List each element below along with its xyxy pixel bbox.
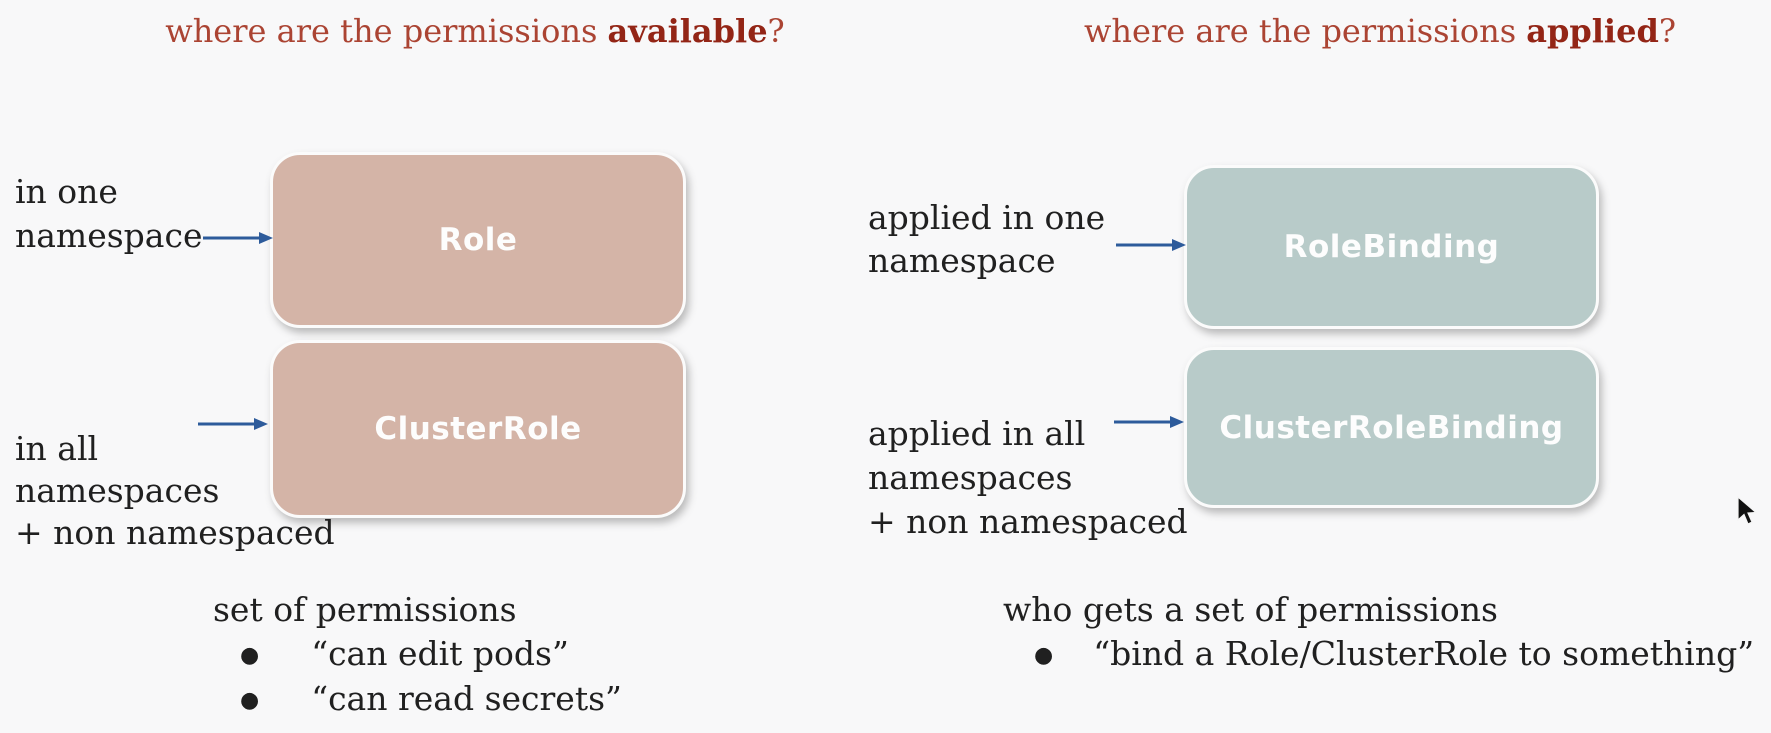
clusterrole-box: ClusterRole [270, 340, 686, 518]
arrow-right-icon [203, 232, 273, 244]
heading-right-prefix: where are the permissions [1084, 12, 1527, 50]
list-item: ● “bind a Role/ClusterRole to something” [1034, 634, 1754, 673]
annotation-line: namespace [868, 241, 1056, 280]
arrow-right-icon [198, 418, 268, 430]
list-item: ● “can read secrets” [240, 679, 622, 718]
annotation-line: namespaces [15, 471, 220, 510]
annotation-line: + non namespaced [15, 513, 335, 552]
annotation-line: + non namespaced [868, 502, 1188, 541]
clusterrole-box-label: ClusterRole [374, 411, 582, 447]
bullet-text: “can read secrets” [311, 679, 622, 718]
heading-right-bold: applied [1526, 12, 1659, 50]
heading-left-bold: available [607, 12, 768, 50]
bullet-text: “can edit pods” [311, 634, 569, 673]
left-footer-title: set of permissions [213, 590, 517, 629]
bullet-icon: ● [1034, 643, 1054, 668]
annotation-line: in one [15, 172, 118, 211]
annotation-applied-in-one-namespace: applied in one namespace [868, 196, 1105, 282]
annotation-line: applied in one [868, 198, 1106, 237]
bullet-icon: ● [240, 643, 260, 668]
mouse-cursor-icon [1737, 496, 1758, 525]
bullet-icon: ● [240, 688, 260, 713]
arrow-right-icon [1114, 416, 1184, 428]
annotation-in-all-namespaces: in all namespaces + non namespaced [15, 428, 335, 554]
right-footer-title: who gets a set of permissions [1003, 590, 1498, 629]
rolebinding-box: RoleBinding [1184, 165, 1599, 329]
list-item: ● “can edit pods” [240, 634, 569, 673]
clusterrolebinding-box-label: ClusterRoleBinding [1219, 409, 1564, 446]
annotation-line: in all [15, 429, 99, 468]
heading-permissions-available: where are the permissions available? [155, 12, 795, 50]
bullet-text: “bind a Role/ClusterRole to something” [1093, 634, 1755, 673]
arrow-right-icon [1116, 239, 1186, 251]
clusterrolebinding-box: ClusterRoleBinding [1184, 347, 1599, 508]
heading-left-prefix: where are the permissions [165, 12, 608, 50]
heading-permissions-applied: where are the permissions applied? [1060, 12, 1700, 50]
heading-right-suffix: ? [1658, 12, 1676, 50]
role-box: Role [270, 152, 686, 328]
heading-left-suffix: ? [767, 12, 785, 50]
annotation-line: applied in all [868, 414, 1086, 453]
rolebinding-box-label: RoleBinding [1283, 229, 1500, 265]
annotation-applied-in-all-namespaces: applied in all namespaces + non namespac… [868, 412, 1188, 544]
annotation-line: namespace [15, 216, 203, 255]
annotation-line: namespaces [868, 458, 1073, 497]
role-box-label: Role [438, 222, 518, 258]
annotation-in-one-namespace: in one namespace [15, 170, 203, 258]
